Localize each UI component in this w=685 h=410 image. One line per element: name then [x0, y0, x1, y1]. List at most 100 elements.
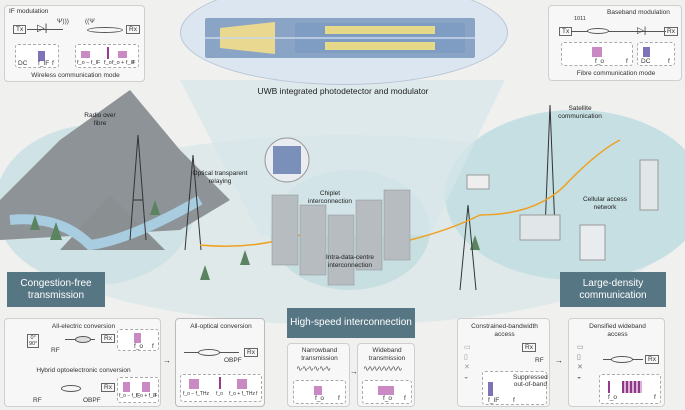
photodetector-modulator-chip-icon [205, 18, 475, 58]
spectrum-bar [118, 51, 127, 58]
tick-label: f_o [216, 391, 223, 397]
panel-title: All-electric conversion [51, 323, 116, 330]
spectrum-bar [592, 47, 602, 57]
antenna-icon: Ψ))) [57, 18, 69, 25]
antenna-icon: ((Ψ [85, 18, 95, 25]
spectrum: f_o f [599, 374, 661, 404]
label-intra-dc: Intra-data-centre interconnection [325, 254, 375, 269]
panel-title: Constrained-bandwidth access [471, 323, 538, 338]
rx-block: Rx [126, 25, 140, 34]
chip-caption: UWB integrated photodetector and modulat… [257, 86, 429, 96]
narrowband-panel: Narrowband transmission ∿∿∿∿∿∿ f_o f [287, 343, 350, 407]
spectrum: f_o f [293, 380, 346, 404]
label-optical-relaying: Optical transparent relaying [192, 170, 248, 185]
tick-label: f_IF [488, 397, 500, 404]
tick-label: f_o [134, 343, 144, 350]
baseband-modulation-panel: Baseband modulation 1011 Tx ▷| Rx f_o f … [548, 5, 682, 81]
signal-line [571, 31, 666, 32]
obpf-label: OBPF [83, 397, 101, 404]
if-spectrum: DC f_IF f [15, 44, 59, 68]
bit-pattern: 1011 [574, 16, 586, 22]
arrow-icon: → [163, 356, 171, 365]
tick-label: f_IF [38, 60, 50, 67]
rx-block: Rx [101, 334, 115, 343]
rx-block: Rx [645, 355, 659, 364]
tick-label: f [654, 394, 656, 401]
waveform-icon: ∿∿∿∿∿∿∿∿ [363, 364, 403, 373]
panel-title: Hybrid optoelectronic conversion [36, 367, 131, 374]
waveform-icon: ∿∿∿∿∿∿ [296, 364, 331, 373]
carrier-line [107, 47, 109, 59]
tick-label: DC [18, 60, 28, 67]
tick-label: f_o + f_THz [229, 391, 255, 397]
spectrum: f_o f [117, 329, 159, 351]
suppressed-note: Suppressed out-of-band [513, 374, 548, 388]
phase-0: 0° [30, 335, 36, 341]
tick-label: f_o [608, 394, 618, 401]
tick-label: f [668, 58, 670, 65]
phase-90: 90° [29, 341, 38, 347]
tick-label: f [513, 397, 515, 404]
rf-label: RF [51, 347, 60, 354]
all-optical-panel: All-optical conversion OBPF Rx f_o − f_T… [175, 318, 265, 407]
rx-block: Rx [664, 27, 678, 36]
rx-block: Rx [522, 343, 536, 352]
spectrum-bar [643, 47, 650, 57]
optical-spectrum: f_o f [561, 42, 633, 66]
panel-title: Densified wideband access [589, 323, 646, 338]
panel-title: IF modulation [9, 8, 49, 15]
tick-label: f_o + f_IF [136, 393, 158, 399]
signal-line [27, 29, 63, 30]
modulator-icon [87, 27, 123, 33]
tick-label: f_o [104, 60, 112, 66]
baseband-spectrum: DC f [637, 42, 675, 66]
category-large-density: Large-density communication [560, 272, 666, 307]
panel-caption: Wireless communication mode [31, 72, 120, 79]
densified-access-panel: Densified wideband access ▭ ▯ ✕ ◒ Rx f_o… [568, 318, 665, 407]
optical-spectrum: f_o − f_IF f_o f_o + f_IF f [75, 44, 139, 68]
rf-label: RF [535, 357, 544, 364]
panel-title: Narrowband transmission [301, 347, 338, 362]
tick-label: f [404, 395, 406, 402]
rx-block: Rx [101, 383, 115, 392]
modulator-icon [61, 385, 81, 392]
tick-label: f [256, 391, 258, 397]
modulator-icon [587, 28, 609, 34]
tick-label: f [52, 60, 54, 67]
spectrum-bar [81, 51, 90, 58]
rx-block: Rx [244, 348, 258, 357]
label-radio-over-fibre: Radio over fibre [84, 112, 116, 127]
spectrum: f_o − f_IF f_o + f_IF f [117, 377, 159, 403]
tick-label: f_o − f_IF [77, 60, 101, 66]
device-icons: ▭ ▯ ✕ ◒ [577, 344, 584, 381]
constrained-access-panel: Constrained-bandwidth access ▭ ▯ ✕ ◒ Rx … [457, 318, 550, 407]
arrow-icon: → [350, 367, 358, 376]
tick-label: f_o − f_IF [119, 393, 141, 399]
label-chiplet: Chiplet interconnection [307, 190, 353, 205]
tick-label: f_o + f_IF [112, 60, 136, 66]
label-cellular: Cellular access network [582, 196, 628, 211]
tick-label: f [338, 395, 340, 402]
conversion-panel: All-electric conversion 0°90° RF Rx f_o … [4, 318, 161, 407]
photodiode-icon: ▷| [37, 23, 48, 34]
modulator-icon [198, 349, 220, 356]
tick-label: f_o [315, 395, 325, 402]
wideband-panel: Wideband transmission ∿∿∿∿∿∿∿∿ f_o f [357, 343, 415, 407]
tick-label: f_o [595, 58, 605, 65]
panel-title: Baseband modulation [607, 9, 670, 16]
spectrum: Suppressed out-of-band f_IF f [482, 371, 548, 405]
category-high-speed: High-speed interconnection [287, 308, 415, 338]
tick-label: f [626, 58, 628, 65]
tick-label: f_o − f_THz [183, 391, 209, 397]
tx-block: Tx [13, 25, 27, 34]
tick-label: f [155, 393, 157, 399]
photodiode-icon: ▷| [637, 25, 647, 35]
tick-label: DC [641, 58, 651, 65]
panel-title: All-optical conversion [190, 323, 252, 330]
arrow-icon: → [555, 356, 563, 365]
modulator-icon [75, 336, 91, 343]
tick-label: f [152, 343, 154, 350]
tick-label: f_o [383, 395, 393, 402]
device-icons: ▭ ▯ ✕ ◒ [464, 344, 471, 381]
